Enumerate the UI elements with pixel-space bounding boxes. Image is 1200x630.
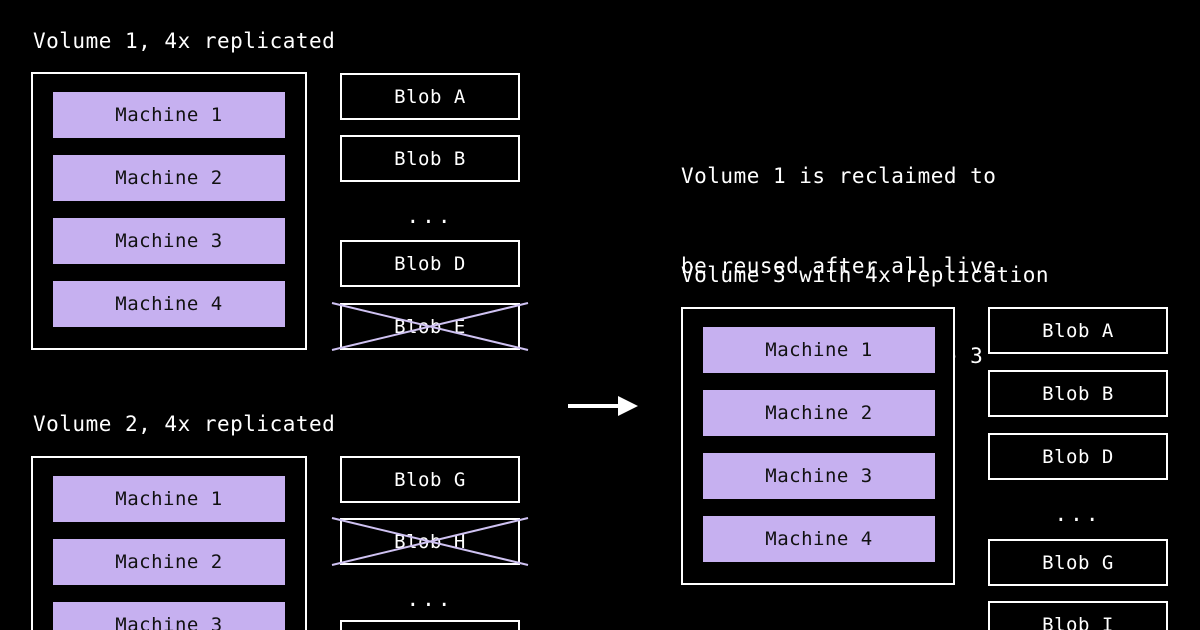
volume-1-blob-ellipsis: ... <box>406 204 454 228</box>
volume-1-machines-container: Machine 1 Machine 2 Machine 3 Machine 4 <box>31 72 307 350</box>
volume-1-machine-3[interactable]: Machine 3 <box>53 218 285 264</box>
volume-3-blob-g[interactable]: Blob G <box>988 539 1168 586</box>
volume-1-blob-b[interactable]: Blob B <box>340 135 520 182</box>
volume-1-blob-e[interactable]: Blob E <box>340 303 520 350</box>
volume-2-blob-h[interactable]: Blob H <box>340 518 520 565</box>
volume-3-blob-d[interactable]: Blob D <box>988 433 1168 480</box>
volume-2-machines-container: Machine 1 Machine 2 Machine 3 <box>31 456 307 630</box>
volume-2-blob-g[interactable]: Blob G <box>340 456 520 503</box>
volume-3-blob-b[interactable]: Blob B <box>988 370 1168 417</box>
volume-2-machine-1[interactable]: Machine 1 <box>53 476 285 522</box>
volume-3-blob-a[interactable]: Blob A <box>988 307 1168 354</box>
reclaim-note-line-1: Volume 1 is reclaimed to <box>681 164 997 188</box>
right-arrow-icon <box>568 396 638 416</box>
volume-1-blob-a[interactable]: Blob A <box>340 73 520 120</box>
volume-2-machine-3[interactable]: Machine 3 <box>53 602 285 630</box>
volume-3-machine-3[interactable]: Machine 3 <box>703 453 935 499</box>
volume-3-machine-2[interactable]: Machine 2 <box>703 390 935 436</box>
volume-1-machine-1[interactable]: Machine 1 <box>53 92 285 138</box>
reclaim-note-line-2: be reused after all live <box>681 254 997 278</box>
volume-1-blob-d[interactable]: Blob D <box>340 240 520 287</box>
volume-2-blob-next[interactable] <box>340 620 520 630</box>
volume-3-blob-ellipsis: ... <box>1054 502 1102 526</box>
volume-1-machine-4[interactable]: Machine 4 <box>53 281 285 327</box>
volume-2-title: Volume 2, 4x replicated <box>33 412 336 436</box>
volume-1-machine-2[interactable]: Machine 2 <box>53 155 285 201</box>
volume-3-title: Volume 3 with 4x replication <box>681 263 1050 287</box>
volume-3-blob-i[interactable]: Blob I <box>988 601 1168 630</box>
volume-1-title: Volume 1, 4x replicated <box>33 29 336 53</box>
volume-3-machines-container: Machine 1 Machine 2 Machine 3 Machine 4 <box>681 307 955 585</box>
volume-2-machine-2[interactable]: Machine 2 <box>53 539 285 585</box>
volume-2-blob-ellipsis: ... <box>406 587 454 611</box>
volume-3-machine-1[interactable]: Machine 1 <box>703 327 935 373</box>
volume-3-machine-4[interactable]: Machine 4 <box>703 516 935 562</box>
